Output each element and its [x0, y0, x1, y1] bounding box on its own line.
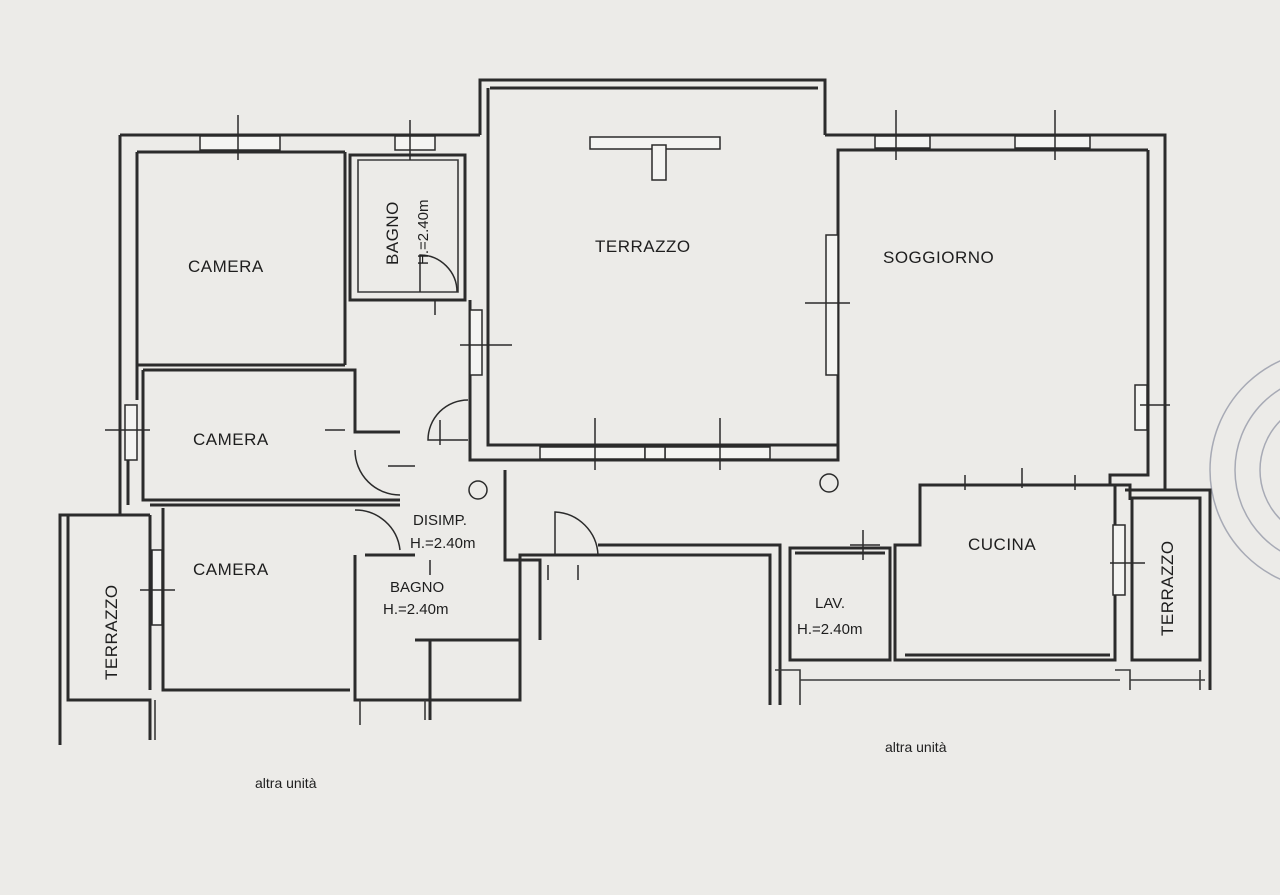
- window-marks: [105, 110, 1170, 591]
- cucina-label: CUCINA: [968, 535, 1036, 554]
- bagno-top-label: BAGNO: [383, 201, 402, 265]
- bagno-bottom-label: BAGNO: [390, 579, 444, 596]
- altra-unita-right: altra unità: [885, 739, 947, 755]
- stamp-mark: [1209, 360, 1280, 580]
- camera-label-3: CAMERA: [193, 560, 269, 579]
- soggiorno-label: SOGGIORNO: [883, 248, 994, 267]
- disimpegno-height: H.=2.40m: [410, 535, 475, 552]
- lavanderia-height: H.=2.40m: [797, 621, 862, 638]
- altra-unita-left: altra unità: [255, 775, 317, 791]
- terrazzo-center-label: TERRAZZO: [595, 237, 691, 256]
- lavanderia-label: LAV.: [815, 595, 845, 612]
- windows: [124, 135, 1148, 626]
- terrazzo-left-label: TERRAZZO: [102, 584, 121, 680]
- disimpegno-label: DISIMP.: [413, 512, 467, 529]
- camera-label-2: CAMERA: [193, 430, 269, 449]
- doors: [354, 254, 1023, 580]
- bagno-top-height: H.=2.40m: [415, 200, 432, 265]
- terrace-fixture: [589, 136, 721, 181]
- walls: [58, 78, 1212, 745]
- camera-label-1: CAMERA: [188, 257, 264, 276]
- bagno-bottom-height: H.=2.40m: [383, 601, 448, 618]
- terrazzo-right-label: TERRAZZO: [1158, 540, 1177, 636]
